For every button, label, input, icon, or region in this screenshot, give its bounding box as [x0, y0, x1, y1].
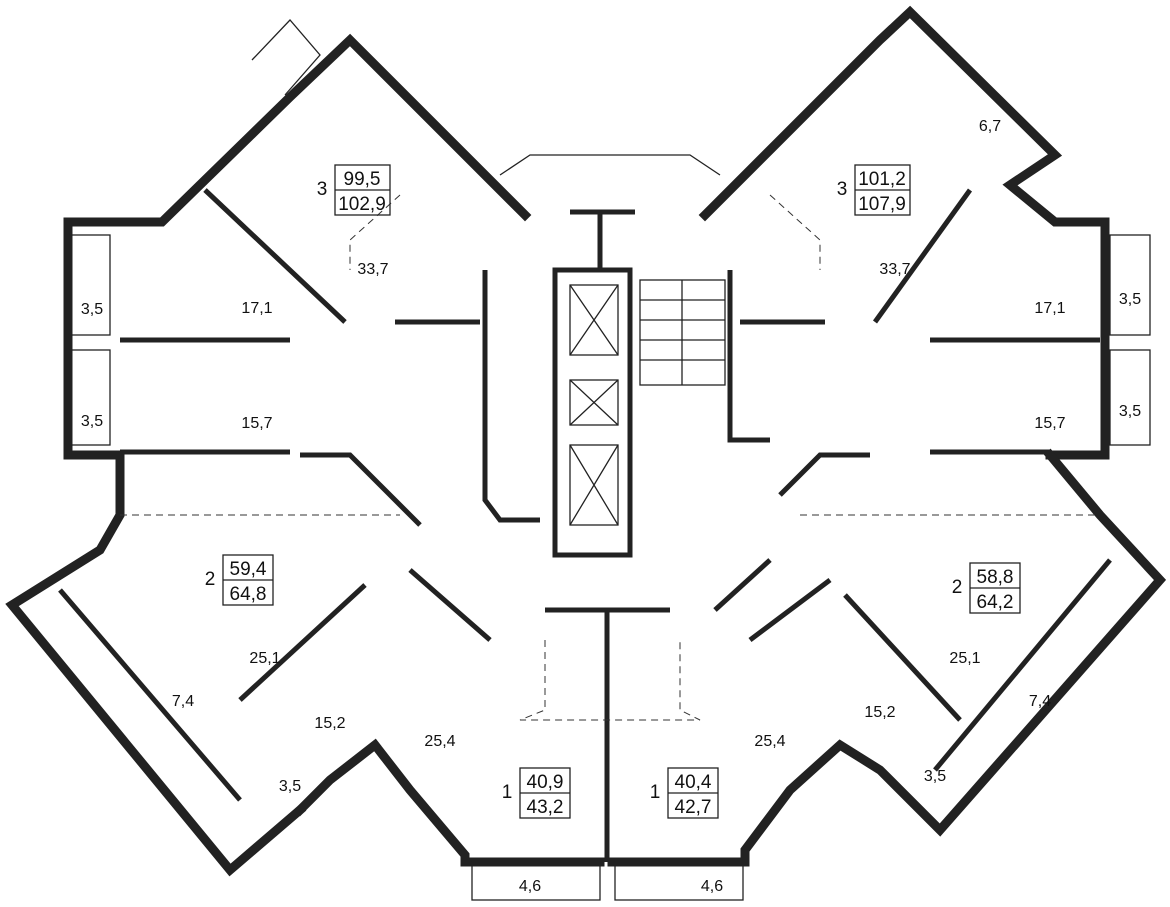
room-area: 17,1	[1034, 300, 1065, 317]
room-area: 3,5	[1119, 403, 1141, 420]
room-count: 3	[837, 179, 848, 200]
living-area: 40,9	[527, 772, 564, 793]
room-count: 1	[650, 782, 661, 803]
room-area: 3,5	[81, 301, 103, 318]
room-count: 2	[952, 577, 963, 598]
room-count: 3	[317, 179, 328, 200]
room-area: 25,1	[249, 650, 280, 667]
room-area: 3,5	[924, 768, 946, 785]
room-area: 25,1	[949, 650, 980, 667]
total-area: 107,9	[858, 194, 906, 215]
balconies	[69, 19, 1151, 901]
room-labels: 33,7 17,1 15,7 3,5 3,5 33,7 17,1 15,7 3,…	[81, 118, 1141, 895]
room-area: 7,4	[1029, 693, 1051, 710]
room-area: 15,7	[1034, 415, 1065, 432]
room-area: 3,5	[279, 778, 301, 795]
total-area: 43,2	[527, 797, 564, 818]
room-area: 15,7	[241, 415, 272, 432]
room-area: 3,5	[1119, 291, 1141, 308]
apartment-label: 2 59,4 64,8	[205, 554, 274, 606]
interior-walls	[58, 188, 1112, 802]
elevators	[569, 284, 619, 526]
room-count: 2	[205, 569, 216, 590]
apartment-label: 1 40,4 42,7	[650, 767, 719, 819]
apartment-label: 3 101,2 107,9	[837, 164, 911, 216]
apartment-label: 3 99,5 102,9	[317, 164, 391, 216]
living-area: 40,4	[675, 772, 712, 793]
room-count: 1	[502, 782, 513, 803]
room-area: 4,6	[519, 878, 541, 895]
room-area: 7,4	[172, 693, 194, 710]
room-area: 4,6	[701, 878, 723, 895]
room-area: 25,4	[424, 733, 455, 750]
stairs	[639, 279, 726, 386]
room-area: 15,2	[864, 704, 895, 721]
room-area: 17,1	[241, 300, 272, 317]
living-area: 101,2	[858, 169, 906, 190]
living-area: 59,4	[230, 559, 267, 580]
room-area: 33,7	[357, 261, 388, 278]
total-area: 64,2	[977, 592, 1014, 613]
room-area: 33,7	[879, 261, 910, 278]
total-area: 102,9	[338, 194, 386, 215]
room-area: 6,7	[979, 118, 1001, 135]
room-area: 25,4	[754, 733, 785, 750]
apartment-label: 2 58,8 64,2	[952, 562, 1021, 614]
total-area: 42,7	[675, 797, 712, 818]
room-area: 15,2	[314, 715, 345, 732]
outer-walls	[5, 5, 1167, 877]
total-area: 64,8	[230, 584, 267, 605]
living-area: 99,5	[344, 169, 381, 190]
room-area: 3,5	[81, 413, 103, 430]
dashed-zones	[120, 154, 1100, 721]
living-area: 58,8	[977, 567, 1014, 588]
apartment-label: 1 40,9 43,2	[502, 767, 571, 819]
